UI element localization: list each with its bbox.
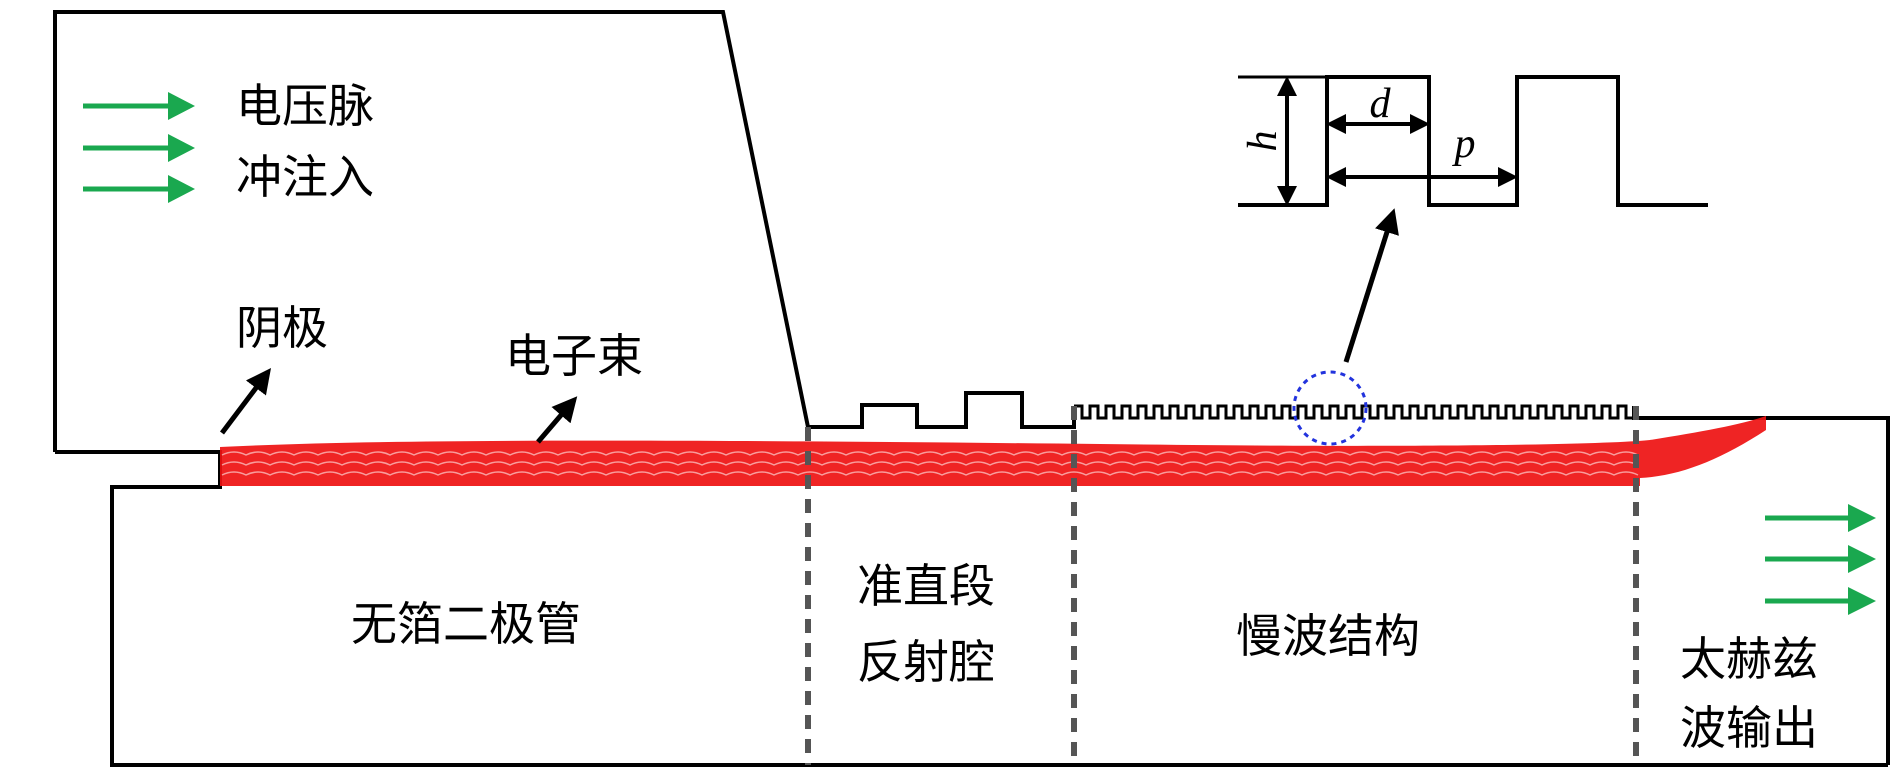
electron-beam-ripple [221, 471, 1639, 476]
green-arrowhead [1848, 545, 1876, 573]
dim-d-label: d [1370, 81, 1392, 127]
electron-beam-ripple [221, 451, 1639, 456]
electron-beam-body [220, 416, 1766, 486]
green-arrowhead [1848, 504, 1876, 532]
voltage-input-label-line1: 电压脉 [236, 79, 374, 133]
green-arrowhead [168, 134, 195, 162]
cathode-label: 阴极 [236, 301, 328, 355]
highlight-circle [1292, 370, 1368, 446]
reflector-label-line2: 反射腔 [857, 635, 995, 689]
thz-output-arrows [1765, 504, 1876, 615]
voltage-input-label-line2: 冲注入 [236, 150, 374, 204]
thz-output-label-line2: 波输出 [1680, 701, 1818, 755]
sws-label: 慢波结构 [1236, 609, 1420, 663]
beam-pointer-arrow [536, 396, 578, 444]
sws-corrugation [1074, 404, 1636, 420]
dim-p-label: p [1452, 121, 1476, 167]
dim-h-label: h [1240, 131, 1286, 152]
electron-beam-ripple [221, 461, 1639, 466]
foilless-diode-label: 无箔二极管 [351, 597, 581, 651]
cathode-pointer-arrow [220, 368, 272, 435]
zoom-pointer-arrow [1343, 208, 1399, 363]
reflector-label-line1: 准直段 [857, 559, 995, 613]
green-arrowhead [1848, 587, 1876, 615]
inset-profile [1238, 75, 1708, 207]
electron-beam-ripples [221, 451, 1639, 476]
green-arrowhead [168, 175, 195, 203]
electron-beam-label: 电子束 [505, 329, 643, 383]
voltage-input-arrows [83, 92, 195, 203]
corrugation-inset: h d p [1238, 75, 1708, 207]
electron-beam [220, 416, 1766, 486]
green-arrowhead [168, 92, 195, 120]
inner-conductor-outline [55, 450, 1888, 767]
anode-outline [53, 10, 1076, 452]
thz-output-label-line1: 太赫兹 [1680, 632, 1818, 686]
